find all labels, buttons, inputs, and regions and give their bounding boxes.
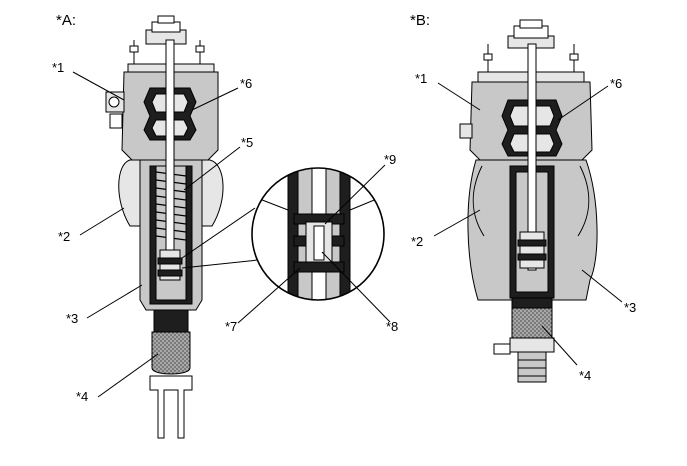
callout-a-3: *3 bbox=[66, 311, 78, 326]
callout-a-4: *4 bbox=[76, 389, 88, 404]
callout-a-8: *8 bbox=[386, 319, 398, 334]
callout-a-7: *7 bbox=[225, 319, 237, 334]
callout-b-1: *1 bbox=[415, 71, 427, 86]
figure-b-drawing bbox=[459, 19, 598, 383]
figure-a-callouts: *1 *6 *5 *2 *3 *4 *9 *7 *8 bbox=[52, 60, 398, 404]
callout-a-2: *2 bbox=[58, 229, 70, 244]
figure-a-header: *A: bbox=[56, 12, 76, 29]
callout-b-4: *4 bbox=[579, 368, 591, 383]
callout-a-5: *5 bbox=[241, 135, 253, 150]
callout-b-6: *6 bbox=[610, 76, 622, 91]
figure-b: *B: bbox=[410, 12, 636, 383]
callout-a-1: *1 bbox=[52, 60, 64, 75]
callout-b-2: *2 bbox=[411, 234, 423, 249]
callout-a-6: *6 bbox=[240, 76, 252, 91]
callout-b-3: *3 bbox=[624, 300, 636, 315]
figure-a: *A: bbox=[52, 12, 398, 439]
figure-a-detail-view bbox=[181, 167, 385, 301]
figure-b-callouts: *1 *6 *2 *3 *4 bbox=[411, 71, 636, 383]
figure-b-header: *B: bbox=[410, 12, 430, 29]
figure-a-drawing bbox=[105, 15, 224, 439]
callout-a-9: *9 bbox=[384, 152, 396, 167]
